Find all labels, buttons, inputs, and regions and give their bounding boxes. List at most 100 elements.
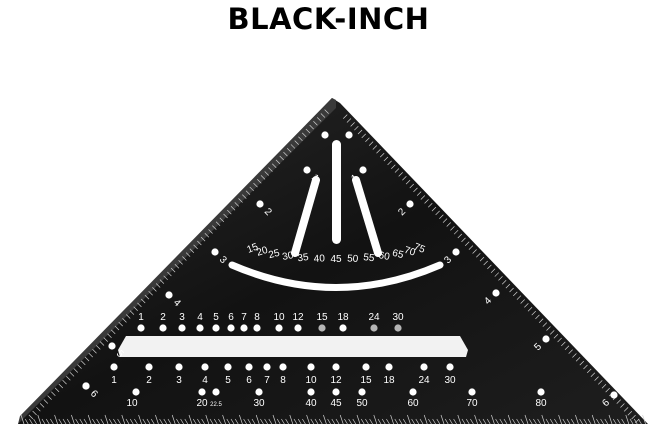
ruler-tick (234, 202, 240, 207)
ruler-tick (436, 418, 441, 425)
ruler-tick (596, 418, 600, 425)
bottom-row-label: 15 (360, 375, 372, 386)
top-row-label: 15 (316, 312, 328, 323)
top-row-hole (253, 324, 261, 332)
ruler-tick (238, 198, 243, 203)
ruler-tick (428, 202, 433, 208)
ruler-tick (222, 414, 226, 425)
degree-label: 45 (330, 398, 342, 409)
ruler-tick (96, 345, 101, 350)
ruler-tick (568, 349, 573, 354)
ruler-tick (402, 418, 407, 425)
ruler-tick (478, 418, 483, 425)
center-slot (332, 140, 341, 244)
ruler-tick (197, 418, 201, 425)
ruler-tick (163, 275, 168, 281)
ruler-tick (43, 399, 49, 404)
bottom-row-hole (446, 363, 454, 371)
ruler-tick (498, 276, 503, 281)
angle-label: 35 (297, 252, 310, 264)
ruler-tick (442, 218, 448, 223)
ruler-tick (51, 391, 56, 396)
ruler-tick (352, 418, 357, 425)
ruler-tick (440, 414, 445, 425)
ruler-tick (189, 248, 195, 254)
angle-label: 75 (412, 242, 427, 256)
ruler-tick (439, 214, 444, 220)
square-lip (18, 98, 336, 424)
ruler-tick (129, 310, 135, 315)
ruler-tick (219, 217, 225, 223)
ruler-tick (557, 337, 562, 343)
bar-slot (118, 336, 468, 357)
ruler-tick (373, 414, 378, 425)
ruler-tick (285, 418, 289, 425)
degree-hole (332, 388, 340, 396)
angle-label: 50 (347, 253, 359, 265)
ruler-tick (209, 418, 214, 425)
bottom-row-label: 5 (225, 375, 231, 386)
degree-hole (358, 388, 366, 396)
ruler-tick (137, 302, 142, 308)
ruler-tick (142, 418, 147, 425)
ruler-tick (499, 418, 504, 425)
ruler-tick (324, 109, 329, 114)
ruler-tick (242, 194, 247, 199)
ruler-tick (180, 418, 184, 425)
bottom-row-label: 7 (264, 375, 270, 386)
top-row-label: 10 (273, 312, 285, 323)
ruler-tick (327, 418, 331, 425)
degree-label: 70 (466, 398, 478, 409)
ruler-tick (54, 387, 60, 393)
top-row-hole (196, 324, 204, 332)
ruler-tick (457, 414, 462, 425)
side-hole (108, 342, 116, 350)
bottom-row-hole (245, 363, 253, 371)
ruler-tick (416, 191, 422, 196)
ruler-tick (107, 333, 112, 339)
ruler-tick (377, 418, 382, 425)
ruler-tick (423, 414, 428, 425)
ruler-tick (369, 418, 373, 425)
ruler-tick (431, 206, 437, 212)
ruler-tick (468, 245, 474, 250)
ruler-tick (114, 325, 120, 331)
ruler-tick (99, 341, 105, 346)
ruler-tick (420, 195, 426, 200)
ruler-tick (218, 418, 222, 425)
degree-hole (212, 388, 220, 396)
ruler-tick (133, 306, 138, 311)
ruler-tick (631, 414, 636, 420)
ruler-tick (257, 178, 262, 184)
degree-label: 50 (356, 398, 368, 409)
ruler-tick (549, 418, 554, 425)
ruler-tick (424, 199, 429, 204)
ruler-tick (178, 260, 183, 265)
angle-label: 15 (245, 241, 260, 255)
ruler-tick (407, 414, 411, 425)
ruler-tick (260, 418, 264, 425)
ruler-tick (470, 418, 474, 425)
ruler-tick (453, 418, 457, 425)
ruler-tick (335, 418, 340, 425)
top-row-hole (227, 324, 235, 332)
ruler-tick (230, 418, 235, 425)
ruler-tick (361, 133, 366, 139)
ruler-tick (264, 418, 268, 425)
bottom-row-label: 10 (305, 375, 317, 386)
ruler-tick (309, 124, 314, 130)
ruler-tick (318, 418, 323, 425)
ruler-tick (386, 418, 390, 425)
ruler-tick (479, 256, 485, 262)
ruler-tick (294, 140, 299, 145)
side-hole (406, 200, 414, 208)
bottom-row-hole (385, 363, 393, 371)
ruler-tick (83, 418, 88, 425)
ruler-tick (620, 403, 625, 408)
pivot-hole (82, 382, 90, 390)
ruler-tick (527, 306, 533, 312)
ruler-tick (290, 144, 296, 149)
ruler-tick (524, 303, 529, 308)
ruler-tick (170, 267, 176, 273)
ruler-tick (449, 418, 453, 425)
